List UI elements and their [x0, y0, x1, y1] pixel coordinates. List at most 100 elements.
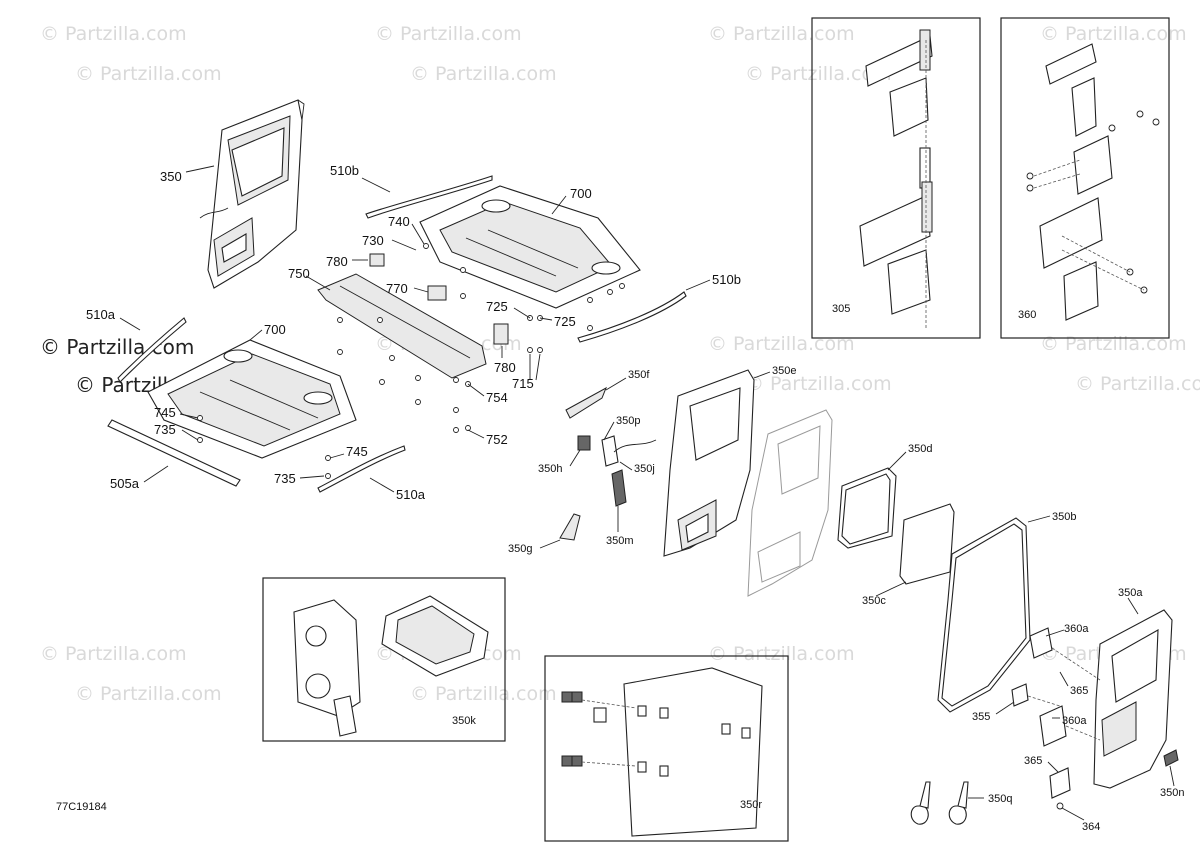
bracket-365: [1049, 767, 1071, 799]
door-seal-350b-inner: [941, 523, 1027, 707]
callout-label: 730: [362, 233, 384, 248]
roof-panel-left: [147, 339, 357, 459]
watermark: © Partzilla.com: [1075, 373, 1200, 395]
callout-label: 350b: [1052, 511, 1076, 523]
panel-350c: [899, 503, 955, 585]
callout-label: 305: [832, 303, 850, 315]
door-assembly-350e: [663, 369, 755, 557]
hinge-detail-360: [1026, 43, 1160, 321]
watermark: © Partzilla.com: [410, 63, 557, 85]
watermark: © Partzilla.com: [708, 333, 855, 355]
callout-label: 780: [326, 254, 348, 269]
fasteners: [197, 243, 625, 479]
glass-detail-350r: [561, 667, 763, 837]
callout-label: 780: [494, 360, 516, 375]
cable-350j: [613, 439, 657, 453]
nut-364: [1056, 802, 1064, 810]
hinge-355: [1011, 683, 1029, 707]
foam-780-top: [369, 253, 385, 267]
callout-label: 350j: [634, 463, 655, 475]
leader-lines: [119, 165, 1175, 821]
trim-350f: [565, 386, 607, 419]
key-350q: [910, 781, 969, 825]
callout-label: 350h: [538, 463, 562, 475]
detail-box-305: [811, 17, 981, 339]
callout-label: 735: [274, 471, 296, 486]
callout-label: 350m: [606, 535, 634, 547]
watermark: © Partzilla.com: [40, 23, 187, 45]
callout-label: 350d: [908, 443, 932, 455]
callout-label: 350e: [772, 365, 796, 377]
callout-label: 350f: [628, 369, 650, 381]
callout-label: 735: [154, 422, 176, 437]
watermark: © Partzilla.com: [375, 23, 522, 45]
callout-label: 700: [570, 186, 592, 201]
door-assembly-350a: [1093, 609, 1179, 789]
trim-350g: [559, 513, 581, 541]
trim-505a: [107, 419, 241, 487]
door-frame-ghost: [747, 409, 833, 597]
window-seal-350d-inner: [841, 473, 891, 545]
callout-label: 725: [554, 314, 576, 329]
latch-350p: [601, 435, 619, 467]
callout-label: 350n: [1160, 787, 1184, 799]
callout-label: 350k: [452, 715, 476, 727]
callout-label: 715: [512, 376, 534, 391]
callout-label: 355: [972, 711, 990, 723]
callout-label: 350g: [508, 543, 532, 555]
callout-label: 350: [160, 169, 182, 184]
callout-label: 740: [388, 214, 410, 229]
strap-350m: [611, 469, 627, 507]
reinforcement-750: [317, 273, 487, 379]
detail-box-350k: [262, 577, 506, 742]
callout-label: 754: [486, 390, 508, 405]
callout-label: 725: [486, 299, 508, 314]
callout-label: 350r: [740, 799, 762, 811]
callout-label: 700: [264, 322, 286, 337]
callout-label: 745: [154, 405, 176, 420]
watermark-logo: © Partzilla.com: [40, 335, 194, 359]
foam-780-mid: [493, 323, 509, 345]
watermark: © Partzilla.com: [75, 63, 222, 85]
detail-box-360: [1000, 17, 1170, 339]
seal-510b-right: [577, 291, 687, 343]
foam-770: [427, 285, 447, 301]
callout-label: 510a: [396, 487, 426, 502]
seal-510b-top: [365, 175, 493, 219]
callout-label: 510b: [330, 163, 359, 178]
figure-code: 77C19184: [56, 801, 107, 813]
watermark: © Partzilla.com: [745, 63, 892, 85]
watermark: © Partzilla.com: [708, 23, 855, 45]
watermark: © Partzilla.com: [1040, 23, 1187, 45]
callout-label: 350p: [616, 415, 640, 427]
callout-label: 750: [288, 266, 310, 281]
callout-label: 350q: [988, 793, 1012, 805]
callout-label: 365: [1070, 685, 1088, 697]
watermark: © Partzilla.com: [75, 683, 222, 705]
callout-label: 360a: [1064, 623, 1089, 635]
callout-label: 364: [1082, 821, 1100, 833]
callout-label: 350a: [1118, 587, 1143, 599]
detail-box-350r: [544, 655, 789, 842]
roof-panel-top: [419, 185, 641, 309]
callout-label: 752: [486, 432, 508, 447]
latch-detail-350k: [293, 595, 489, 737]
callout-label: 360a: [1062, 715, 1087, 727]
callout-label: 365: [1024, 755, 1042, 767]
watermark: © Partzilla.com: [708, 643, 855, 665]
callout-label: 360: [1018, 309, 1036, 321]
door-assembly-left: [199, 99, 305, 289]
callout-label: 510b: [712, 272, 741, 287]
handle-350n: [1163, 749, 1179, 767]
watermark: © Partzilla.com: [745, 373, 892, 395]
callout-label: 350c: [862, 595, 886, 607]
hinge-detail-305: [859, 29, 933, 330]
callout-label: 770: [386, 281, 408, 296]
watermark: © Partzilla.com: [40, 643, 187, 665]
callout-labels: 350 510b 700 740 730 780 750 770 510b 72…: [86, 163, 1184, 833]
seal-510a-left: [117, 317, 187, 383]
seal-510a-bottom: [317, 445, 406, 493]
callout-label: 510a: [86, 307, 116, 322]
handle-350h: [577, 435, 591, 451]
